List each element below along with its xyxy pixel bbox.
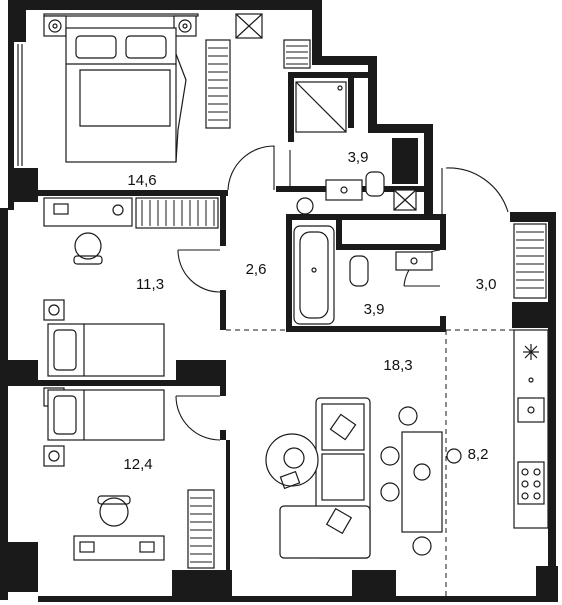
bedroom-1-furniture: [43, 13, 311, 163]
bathroom-1-area: 3,9: [348, 149, 369, 166]
bathroom-1-fixtures: [295, 81, 417, 215]
bathroom-2-fixtures: [293, 225, 433, 325]
windows: [3, 44, 553, 599]
bedroom-3-area: 12,4: [123, 456, 152, 473]
living-room-area: 18,3: [383, 357, 412, 374]
bedroom-3-furniture: [43, 387, 215, 569]
kitchen-counter: [513, 329, 549, 529]
bedroom-1-area: 14,6: [127, 172, 156, 189]
bedroom-2-area: 11,3: [136, 276, 164, 293]
room-labels: 14,6 3,9 11,3 2,6 3,9 3,0 18,3 12,4 8,2: [123, 149, 496, 473]
bathroom-2-area: 3,9: [364, 301, 385, 318]
corridor-area: 2,6: [246, 261, 267, 278]
living-room-furniture: [265, 397, 462, 559]
kitchen-area: 8,2: [468, 446, 489, 463]
bedroom-2-furniture: [43, 197, 219, 377]
hallway-wardrobe: [513, 223, 547, 299]
hallway-area: 3,0: [476, 276, 497, 293]
doors: [175, 145, 509, 441]
